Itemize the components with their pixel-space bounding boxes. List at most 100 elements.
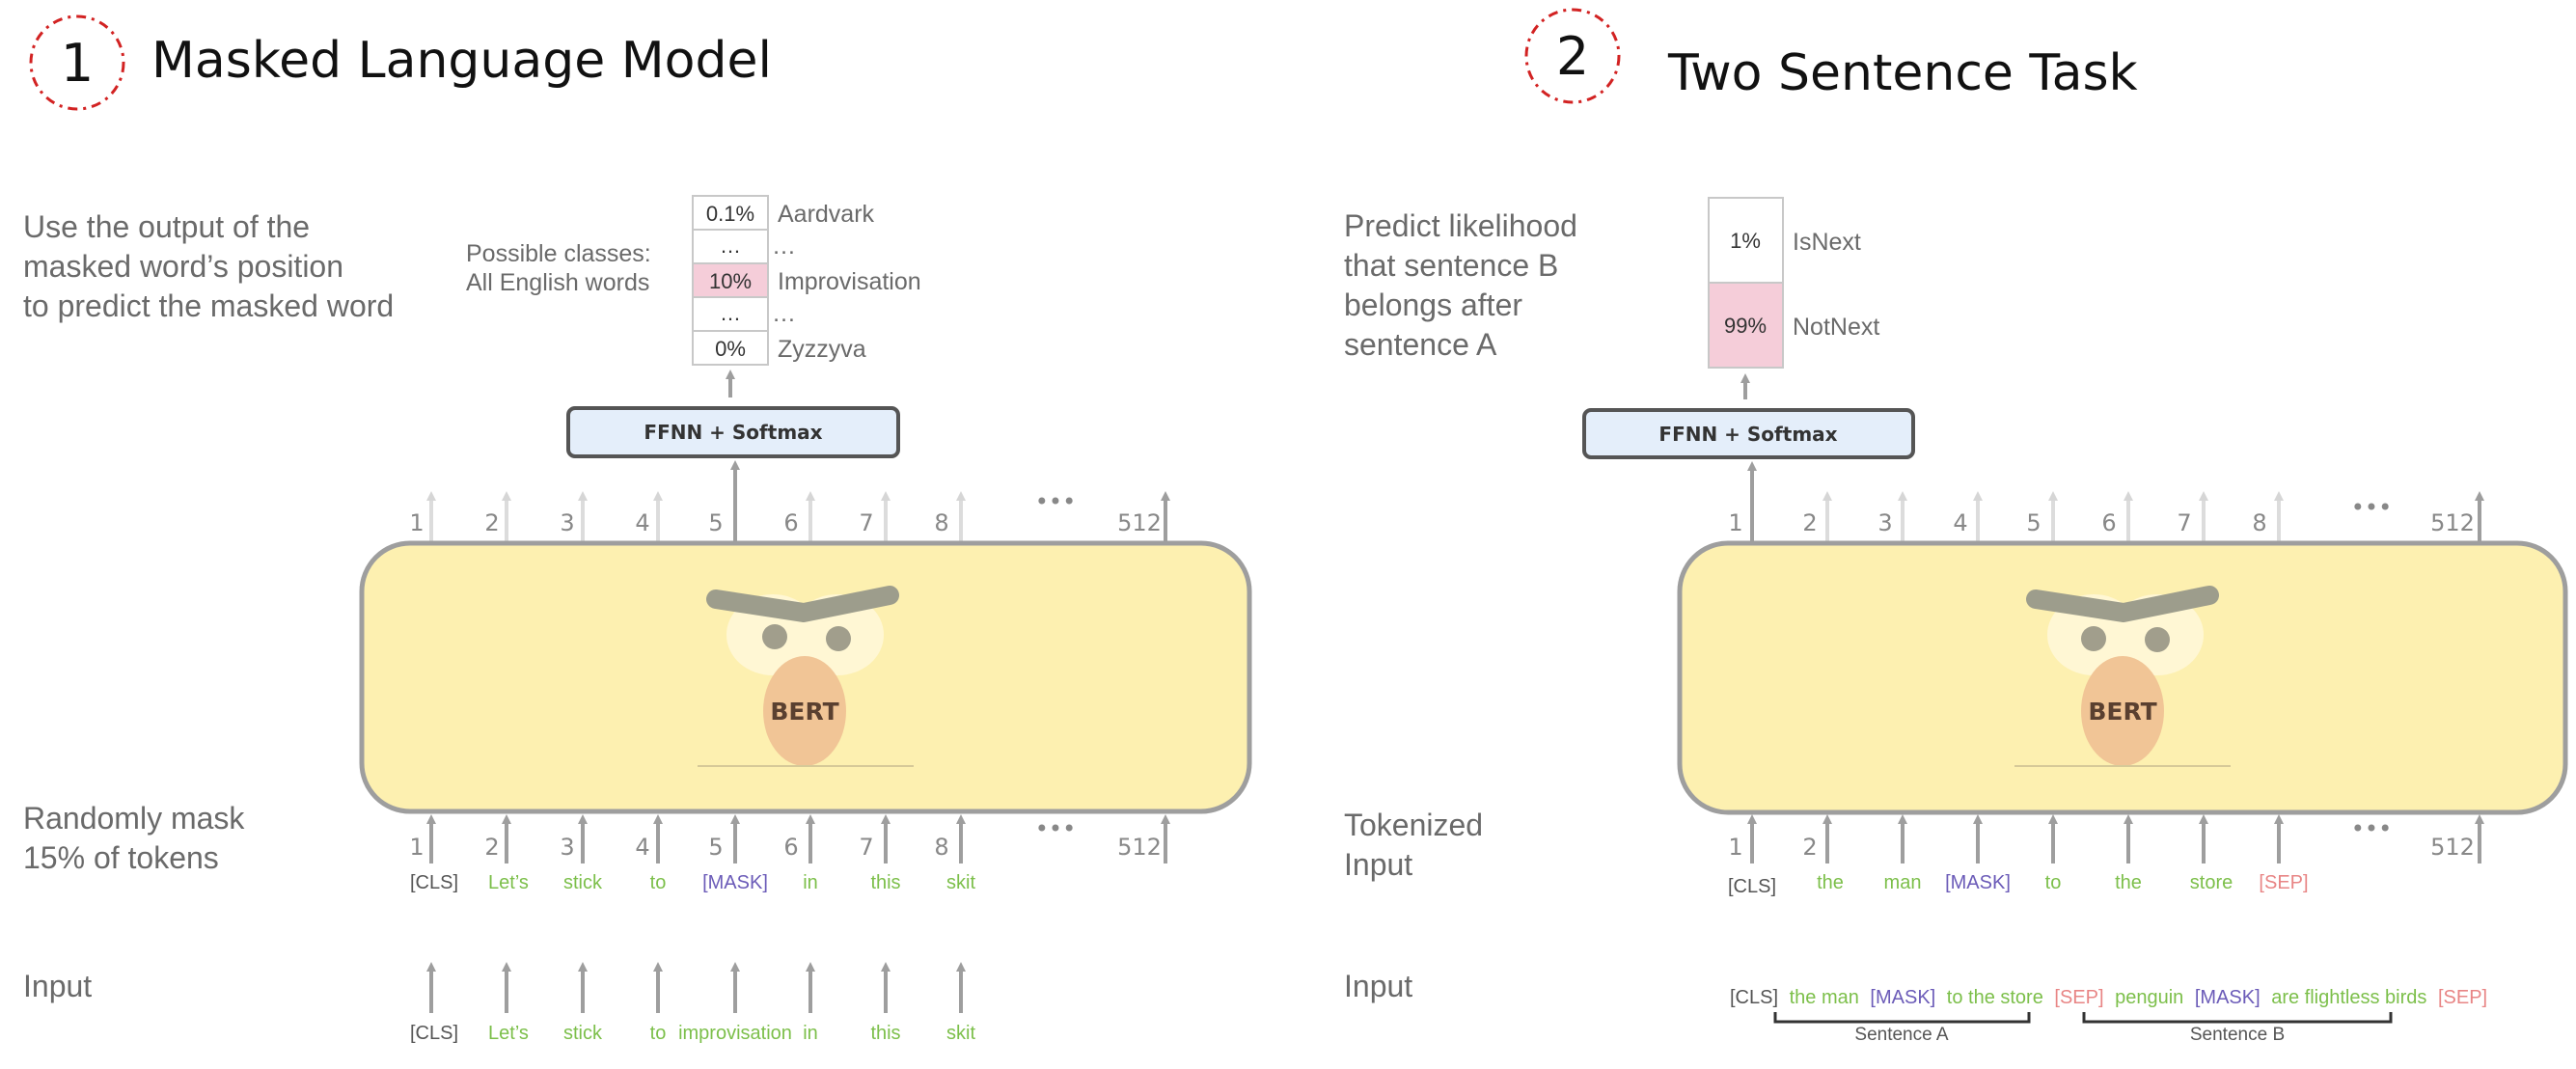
position-label: 6 [783,509,798,536]
bert-model: BERT [359,540,1252,814]
sentence-segment: the man [1790,987,1859,1008]
masked-token-row: [CLS] Let’s stick to [MASK] in this skit [410,872,975,893]
position-label: 1 [409,834,424,861]
right-pupil [826,626,851,651]
sentence-a-label: Sentence A [1854,1025,1949,1045]
output-probabilities: 0.1% Aardvark … … 10% Improvisation … … … [692,195,921,366]
token: store [2190,872,2233,893]
sentence-segment: to the store [1947,987,2043,1008]
bert-label: BERT [2088,698,2156,726]
output-arrows [1822,491,2484,543]
token: man [1884,872,1922,893]
input-arrows [426,814,1170,863]
prob-label: IsNext [1793,229,1861,256]
desc-line: sentence A [1344,327,1497,362]
position-label: 4 [635,509,649,536]
prob-row: … … [692,229,796,264]
prob-row: 1% IsNext [1708,197,1861,284]
position-label: 5 [708,509,723,536]
tokenized-label-line: Input [1344,847,1412,882]
position-label: 3 [560,509,574,536]
angry-eyebrows-icon [706,586,899,622]
ffnn-label: FFNN + Softmax [644,421,822,444]
position-label: 5 [2026,509,2041,536]
prob-row: 99% NotNext [1708,282,1879,369]
prob-value: 0.1% [706,202,754,226]
prob-label: … [772,233,796,260]
input-label: Input [1344,969,1412,1003]
token: stick [563,1023,603,1044]
output-probabilities: 1% IsNext 99% NotNext [1708,197,1879,369]
sentence-segment: penguin [2115,987,2183,1008]
ellipsis: ••• [2351,494,2392,521]
position-label: 6 [783,834,798,861]
token: in [803,872,818,893]
prob-label: Zyzzyva [778,336,866,363]
input-position-labels: 1 2 ••• 512 [1728,815,2475,861]
prob-label: Aardvark [778,201,875,228]
panel-title: Masked Language Model [151,32,772,90]
position-label-last: 512 [1117,509,1162,536]
prob-label: NotNext [1793,314,1879,341]
position-label: 8 [934,834,948,861]
tokenized-token-row: [CLS] the man [MASK] to the store [SEP] [1728,872,2309,897]
badge-number: 1 [61,33,94,94]
position-label-last: 512 [2430,834,2475,861]
position-label: 8 [2252,509,2266,536]
mask-label: Randomly mask 15% of tokens [23,801,245,875]
prob-label: Improvisation [778,268,921,295]
token: [MASK] [1945,872,2011,893]
position-label: 7 [2177,509,2191,536]
raw-input-arrows [426,962,966,1013]
desc-line: that sentence B [1344,248,1558,283]
bert-model: BERT [1677,540,2568,815]
token: stick [563,872,603,893]
position-label: 6 [2101,509,2116,536]
token: improvisation [678,1023,792,1044]
ellipsis: ••• [1035,488,1076,515]
bert-face: BERT [698,586,914,767]
token: to [2045,872,2062,893]
ffnn-softmax-box: FFNN + Softmax [566,406,900,458]
position-label: 3 [1877,509,1892,536]
step-badge: 2 [1524,8,1621,104]
input-arrows [1747,814,2484,863]
task-description: Use the output of the masked word’s posi… [23,209,394,323]
sentence-segment: [CLS] [1730,987,1778,1008]
token: in [803,1023,818,1044]
output-position-labels: 1 2 3 4 5 6 7 8 ••• 512 [409,488,1162,536]
nose [763,656,846,766]
output-position-labels: 1 2 3 4 5 6 7 8 ••• 512 [1728,494,2475,536]
ffnn-label: FFNN + Softmax [1658,423,1837,446]
sentence-b-label: Sentence B [2190,1025,2285,1045]
token: to [650,872,667,893]
position-label-last: 512 [1117,834,1162,861]
bert-label: BERT [770,698,838,726]
desc-line: masked word’s position [23,249,343,284]
position-label: 2 [484,509,499,536]
position-label: 2 [1802,509,1817,536]
token: [CLS] [410,872,458,893]
token: the [2115,872,2142,893]
sentence-segment: [MASK] [1870,987,1935,1008]
prob-row: … … [692,296,796,332]
bert-face: BERT [2014,586,2231,767]
token: skit [946,1023,975,1044]
position-label-last: 512 [2430,509,2475,536]
tokenized-label-line: Tokenized [1344,808,1483,842]
ellipsis: ••• [2351,815,2392,842]
token: to [650,1023,667,1044]
right-pupil [2145,627,2170,652]
panel-two-sentence: 2 Two Sentence Task Predict likelihood t… [1344,8,2568,1045]
possible-classes: Possible classes: All English words [466,240,651,296]
position-label: 7 [859,834,873,861]
sentence-b-bracket: Sentence B [2082,1012,2393,1045]
token: Let’s [488,1023,529,1044]
ellipsis: ••• [1035,815,1076,842]
token: skit [946,872,975,893]
position-label: 8 [934,509,948,536]
left-pupil [762,624,787,649]
classes-line: All English words [466,269,649,296]
sentence-segment: [SEP] [2438,987,2487,1008]
tokenized-input-label: Tokenized Input [1344,808,1483,882]
